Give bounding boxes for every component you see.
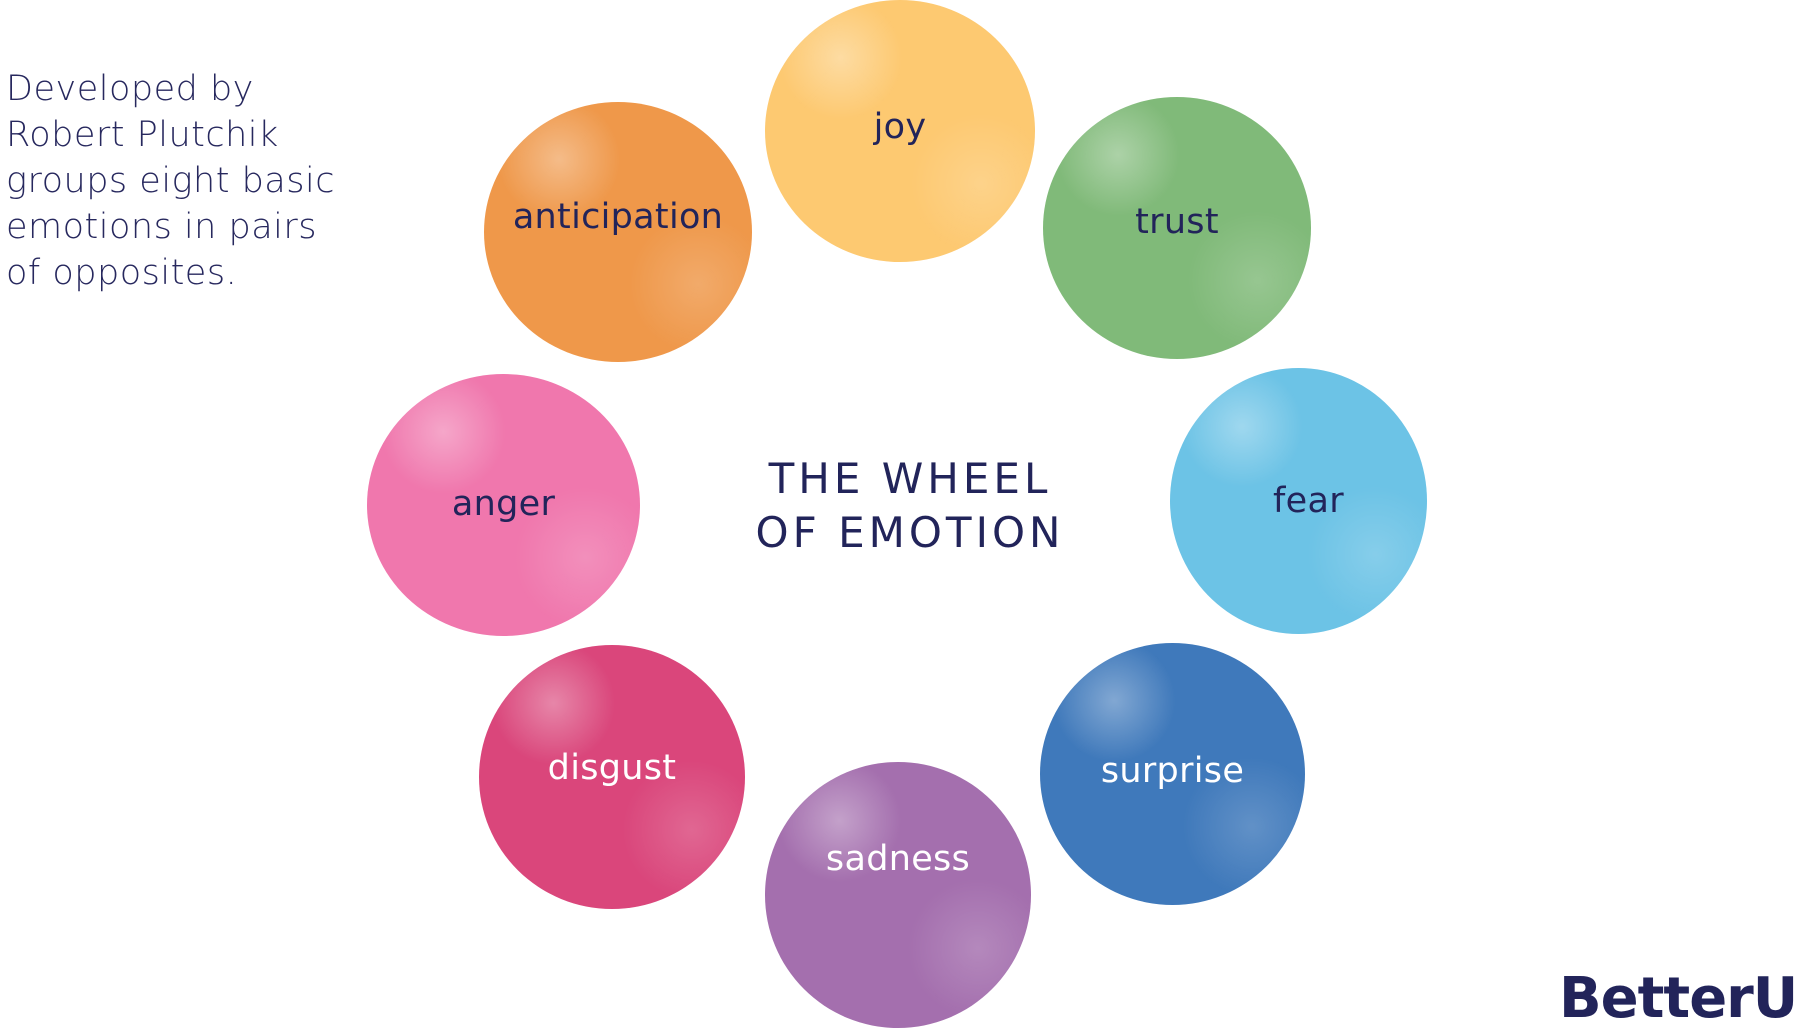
emotion-label: disgust [547, 748, 677, 788]
emotion-circle-sadness: sadness [765, 762, 1031, 1028]
emotion-label: anticipation [512, 197, 724, 237]
emotion-label: anger [451, 484, 556, 524]
intro-line: emotions in pairs [6, 207, 317, 247]
emotion-circle-joy: joy [765, 0, 1035, 262]
emotion-circle-anticipation: anticipation [484, 102, 752, 362]
emotion-label: fear [1273, 481, 1344, 521]
intro-line: Developed by [6, 69, 254, 109]
emotion-circle-trust: trust [1043, 97, 1311, 359]
intro-line: of opposites. [6, 253, 238, 293]
betterup-logo: BetterUp [1559, 970, 1799, 1028]
wheel-title-line: THE WHEEL [768, 454, 1052, 503]
intro-line: Robert Plutchik [6, 115, 279, 155]
emotion-circle-disgust: disgust [479, 645, 745, 909]
emotion-circle-surprise: surprise [1040, 643, 1305, 905]
emotion-circle-anger: anger [367, 374, 640, 636]
emotion-label: surprise [1100, 751, 1245, 791]
wheel-title-line: OF EMOTION [755, 508, 1065, 557]
intro-line: groups eight basic [6, 161, 335, 201]
wheel-title: THE WHEEL OF EMOTION [700, 452, 1120, 560]
intro-text: Developed by Robert Plutchik groups eigh… [6, 66, 366, 296]
emotion-label: trust [1135, 202, 1219, 242]
emotion-label: sadness [825, 839, 971, 879]
emotion-label: joy [873, 107, 927, 147]
emotion-circle-fear: fear [1170, 368, 1427, 634]
